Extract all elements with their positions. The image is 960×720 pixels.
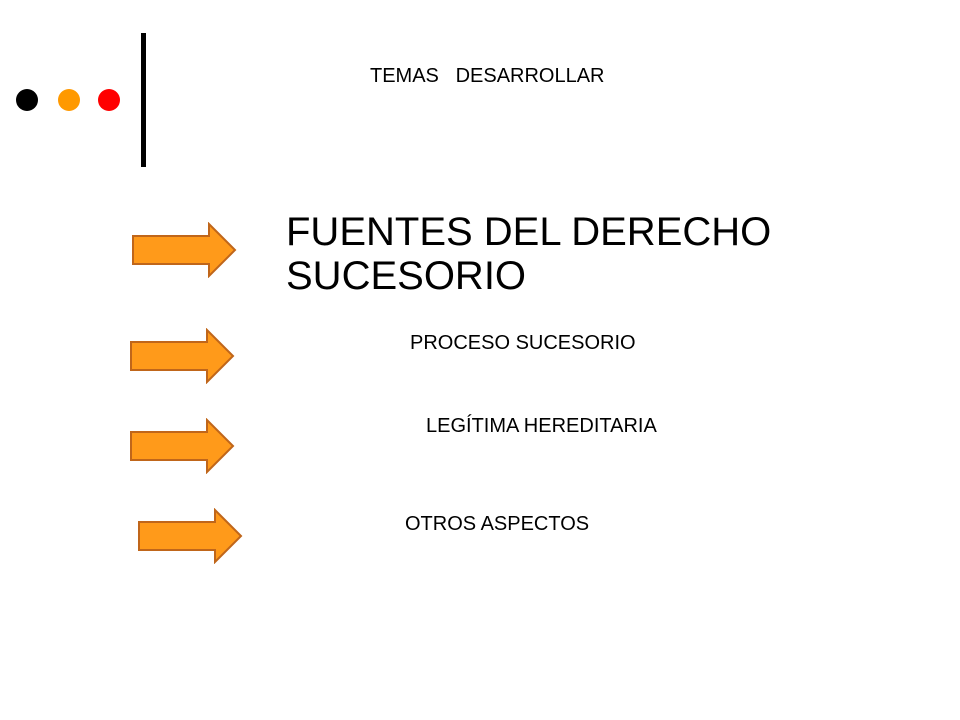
slide-heading: TEMAS DESARROLLAR: [370, 65, 605, 87]
right-arrow-icon: [131, 222, 239, 278]
right-arrow-icon: [137, 508, 245, 564]
right-arrow-shape: [130, 328, 235, 384]
right-arrow-icon: [129, 328, 237, 384]
topic-fuentes-del-derecho-sucesorio: FUENTES DEL DERECHO SUCESORIO: [286, 210, 772, 298]
decor-dot-orange: [58, 89, 80, 111]
decor-dot-red: [98, 89, 120, 111]
decor-divider-line: [141, 33, 146, 167]
topic-otros-aspectos: OTROS ASPECTOS: [405, 513, 590, 535]
topic-proceso-sucesorio: PROCESO SUCESORIO: [410, 332, 636, 354]
decor-dot-black: [16, 89, 38, 111]
right-arrow-shape: [132, 222, 237, 278]
right-arrow-shape: [130, 418, 235, 474]
topic-legitima-hereditaria: LEGÍTIMA HEREDITARIA: [426, 415, 657, 437]
right-arrow-shape: [138, 508, 243, 564]
right-arrow-icon: [129, 418, 237, 474]
